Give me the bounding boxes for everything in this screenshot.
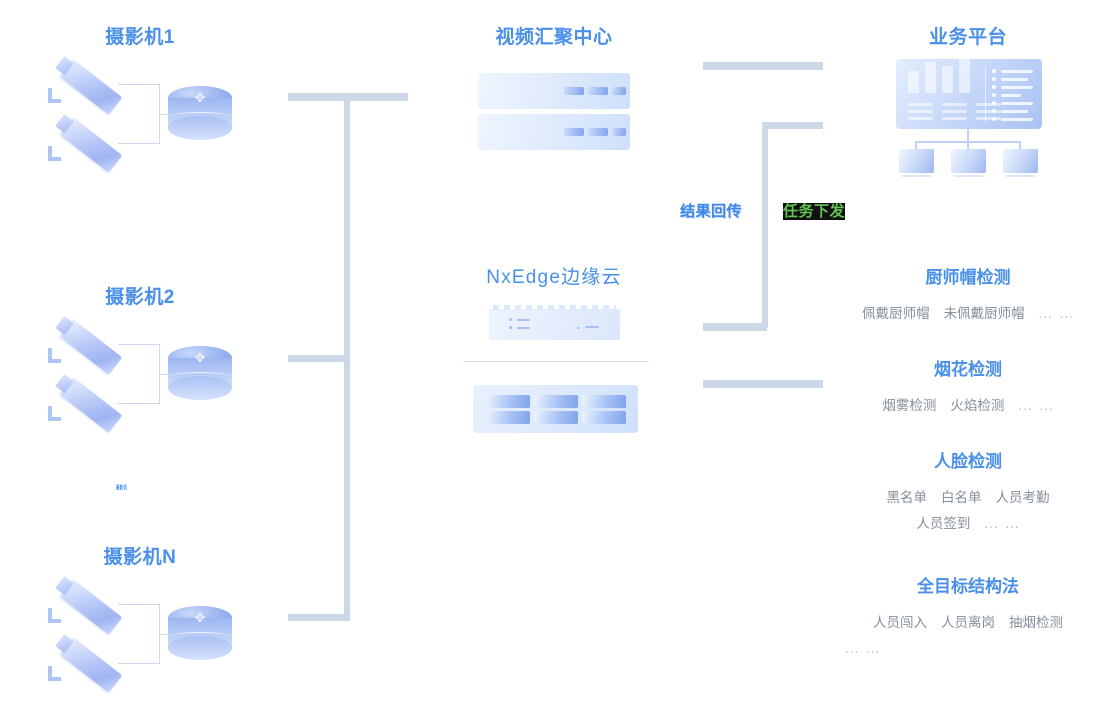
camera-icon <box>59 319 123 375</box>
detection-item: 抽烟检测 <box>1009 615 1063 630</box>
blade-server-icon <box>473 385 638 433</box>
bus-stub-mid <box>288 355 350 362</box>
bus-stub-platform-mid <box>762 122 823 129</box>
router-icon: ✥ <box>168 606 232 662</box>
router-icon: ✥ <box>168 86 232 142</box>
detection-items: 烟雾检测火焰检测 ... ... <box>835 393 1101 419</box>
camera-group-2: ✥ <box>40 319 280 442</box>
detection-item: 未佩戴厨师帽 <box>943 306 1025 321</box>
detection-items: 黑名单白名单人员考勤 人员签到 ... ... <box>835 485 1101 537</box>
bus-stub-platform-top <box>703 62 823 70</box>
bus-stub-detect-upper <box>703 323 767 331</box>
bus-stub-detect-lower <box>703 380 823 388</box>
detection-ellipsis: ... ... <box>845 641 881 656</box>
chip-icon <box>489 305 620 340</box>
server-rack-icon <box>478 73 630 109</box>
terminal-icon <box>899 149 934 177</box>
camera-mount-icon <box>48 146 61 161</box>
camera-group-title-1: 摄影机1 <box>105 27 175 48</box>
camera-icon <box>59 579 123 635</box>
camera-icon <box>59 59 123 115</box>
detection-item: 佩戴厨师帽 <box>862 306 930 321</box>
camera-mount-icon <box>48 666 61 681</box>
flow-label-task-dispatch: 任务下发 <box>783 200 846 221</box>
detection-items: 佩戴厨师帽未佩戴厨师帽 ... ... <box>835 301 1101 327</box>
tree-branch <box>1019 141 1021 150</box>
detection-title: 全目标结构法 <box>917 577 1019 596</box>
bus-vertical-right <box>762 126 768 328</box>
detection-item: 火焰检测 <box>950 398 1005 413</box>
flow-label-highlight: 任务下发 <box>783 203 846 220</box>
router-icon: ✥ <box>168 346 232 402</box>
detection-item: 人员闯入 <box>873 615 927 630</box>
tree-trunk <box>967 129 969 142</box>
detection-title: 厨师帽检测 <box>925 268 1011 287</box>
micro-camera-label: 摄影机 <box>116 484 128 491</box>
detection-item: 人员签到 <box>916 516 971 531</box>
detection-item: 人员离岗 <box>941 615 995 630</box>
business-platform-title: 业务平台 <box>928 27 1008 48</box>
detection-title: 烟花检测 <box>934 360 1002 379</box>
camera-bracket <box>118 344 160 404</box>
detection-item: 黑名单 <box>886 490 928 505</box>
terminal-icon <box>951 149 986 177</box>
video-center-title: 视频汇聚中心 <box>495 27 613 48</box>
detection-block-chef-hat: 厨师帽检测 佩戴厨师帽未佩戴厨师帽 ... ... <box>835 263 1101 327</box>
terminal-icon <box>1003 149 1038 177</box>
detection-items: 人员闯入人员离岗抽烟检测 ... ... <box>835 610 1101 656</box>
bus-stub-bottom <box>288 614 350 621</box>
camera-mount-icon <box>48 348 61 363</box>
detection-item: 人员考勤 <box>995 490 1050 505</box>
edge-cloud-title: NxEdge边缘云 <box>486 267 622 288</box>
detection-item: 烟雾检测 <box>882 398 937 413</box>
server-rack-icon <box>478 114 630 150</box>
camera-group-n: ✥ <box>40 579 280 702</box>
edge-divider <box>463 361 648 362</box>
camera-group-title-3: 摄影机N <box>103 547 177 568</box>
detection-block-full-target: 全目标结构法 人员闯入人员离岗抽烟检测 ... ... <box>835 572 1101 662</box>
camera-group-1: ✥ <box>40 59 280 182</box>
detection-title: 人脸检测 <box>934 452 1002 471</box>
camera-mount-icon <box>48 406 61 421</box>
detection-ellipsis: ... ... <box>1038 306 1074 321</box>
tree-branch <box>967 141 969 150</box>
camera-bracket <box>118 84 160 144</box>
detection-block-fireworks: 烟花检测 烟雾检测火焰检测 ... ... <box>835 355 1101 419</box>
detection-ellipsis: ... ... <box>1018 398 1054 413</box>
camera-mount-icon <box>48 88 61 103</box>
detection-item: 白名单 <box>941 490 982 505</box>
detection-block-face: 人脸检测 黑名单白名单人员考勤 人员签到 ... ... <box>835 447 1101 537</box>
detection-ellipsis: ... ... <box>984 516 1020 531</box>
camera-icon <box>59 637 123 693</box>
tree-branch <box>915 141 917 150</box>
camera-mount-icon <box>48 608 61 623</box>
dashboard-icon <box>896 55 1042 129</box>
camera-group-title-2: 摄影机2 <box>105 287 175 308</box>
camera-bracket <box>118 604 160 664</box>
flow-label-result-return: 结果回传 <box>680 203 743 220</box>
camera-icon <box>59 117 123 173</box>
camera-icon <box>59 377 123 433</box>
